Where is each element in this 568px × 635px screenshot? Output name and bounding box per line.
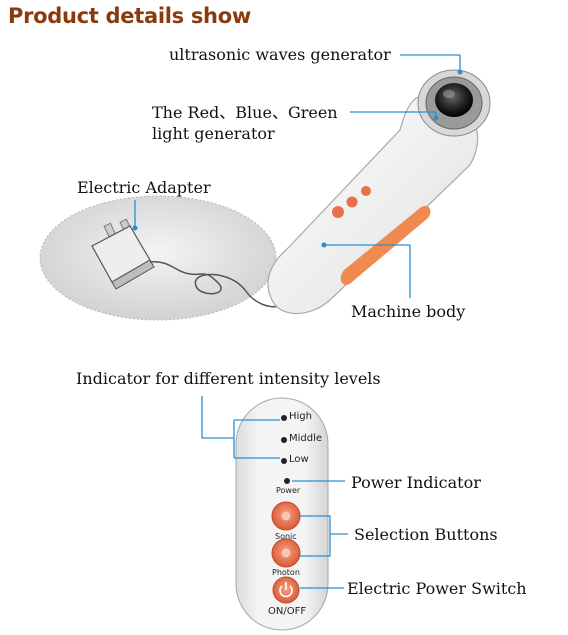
callout-dot-ultrasonic [457,69,463,75]
callout-rgb-line2: light generator [152,124,275,143]
control-panel [235,397,329,631]
led-middle [281,437,287,443]
photon-label: Photon [272,568,300,577]
callout-lines-top [134,54,461,298]
callout-selection-buttons: Selection Buttons [354,525,498,544]
adapter-backdrop [39,195,277,321]
sonic-label: Sonic [275,532,297,541]
callout-dot-rgb [433,115,439,121]
callout-dot-adapter [132,225,138,231]
callout-power-indicator: Power Indicator [351,473,481,492]
power-symbol-icon [279,585,293,598]
level-high-label: High [289,411,312,422]
power-label: Power [276,486,301,495]
led-low [281,458,287,464]
page-title: Product details show [8,4,251,28]
onoff-label: ON/OFF [268,606,307,617]
level-middle-label: Middle [289,433,323,444]
callout-dot-body [321,242,327,248]
body-button-3 [361,186,371,196]
callout-rgb-line1: The Red、Blue、Green [152,103,338,122]
callout-lines-panel [201,396,348,589]
callout-machine-body: Machine body [351,302,466,321]
callout-intensity: Indicator for different intensity levels [76,369,381,388]
callout-ultrasonic: ultrasonic waves generator [169,45,391,64]
body-button-1 [332,206,344,218]
led-high [281,415,287,421]
body-button-2 [346,196,358,208]
callout-power-switch: Electric Power Switch [347,579,527,598]
callout-adapter: Electric Adapter [77,178,211,197]
level-low-label: Low [289,454,309,465]
adapter-icon [91,218,286,308]
led-power [284,478,290,484]
